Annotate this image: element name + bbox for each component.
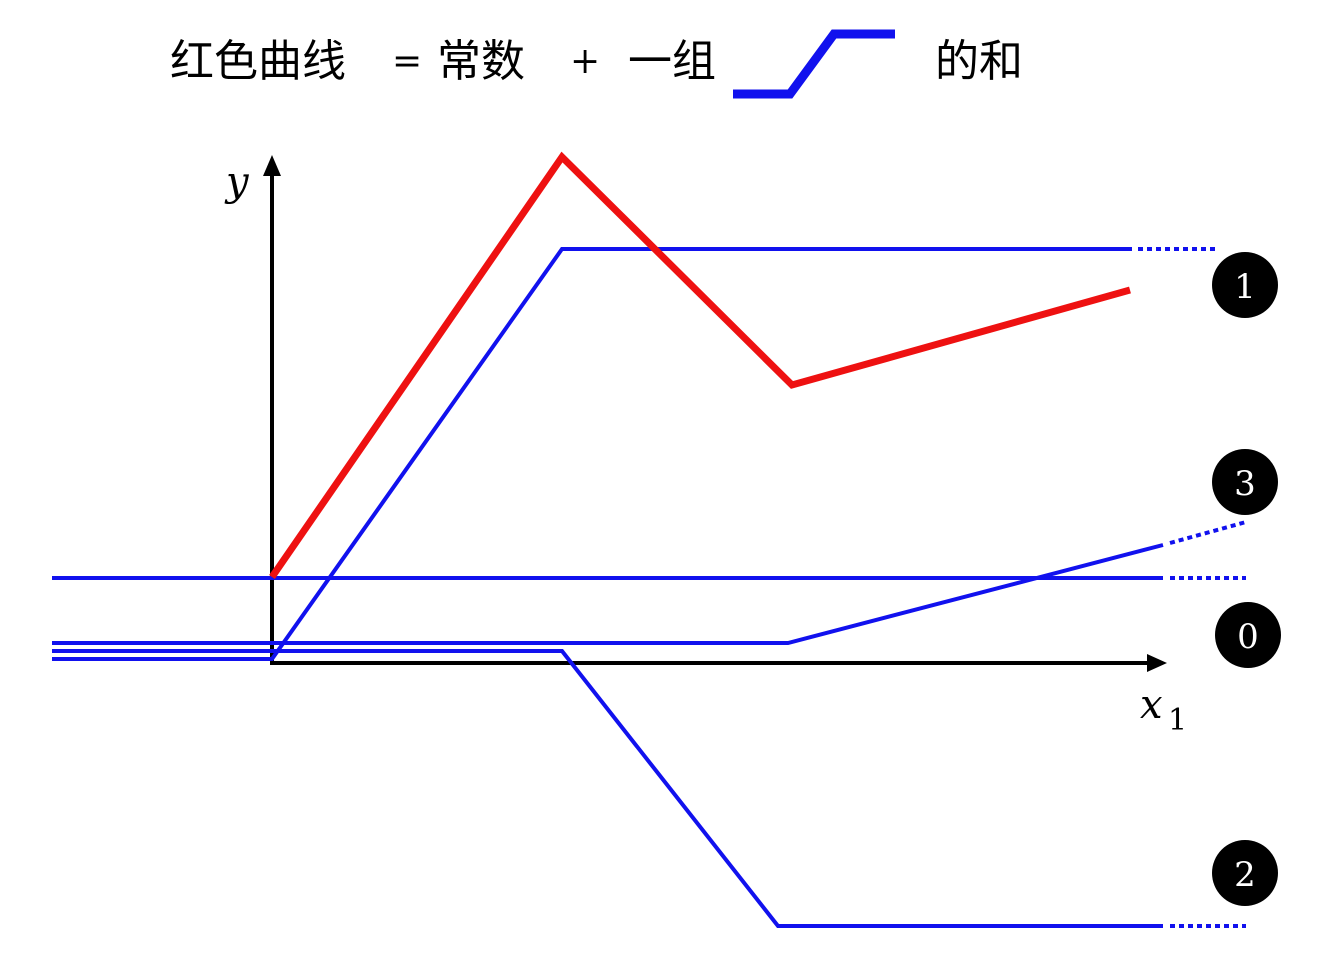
badge-2-label: 2 [1234,855,1256,895]
badge-3-label: 3 [1234,464,1256,504]
blue-curve-3 [52,543,1164,645]
title-a-set-text: 一组 [628,36,716,87]
title-constant-text: 常数 [437,36,525,87]
red-curve [269,151,1131,579]
blue-curve-3-dotted [1169,520,1247,545]
y-axis-label: y [224,159,250,205]
x-axis-subscript: 1 [1168,703,1187,738]
title-equals: = [392,41,423,82]
title-row: 红色曲线 = 常数 + 一组 的和 [0,0,1318,110]
x-axis-label: x [1140,682,1163,728]
blue-curve-1 [52,247,1132,661]
blue-curve-2 [52,649,1163,928]
step-function-icon [733,29,895,99]
badge-0: 0 [1215,602,1281,668]
badge-1: 1 [1212,252,1278,318]
title-sum-text: 的和 [935,36,1023,87]
badge-1-label: 1 [1234,267,1256,307]
badge-3: 3 [1212,449,1278,515]
title-plus: + [570,41,601,82]
badge-2: 2 [1212,840,1278,906]
y-axis-arrowhead [263,155,281,176]
x-axis-arrowhead [1147,654,1167,672]
badge-0-label: 0 [1237,617,1259,657]
title-red-curve-text: 红色曲线 [170,36,346,87]
